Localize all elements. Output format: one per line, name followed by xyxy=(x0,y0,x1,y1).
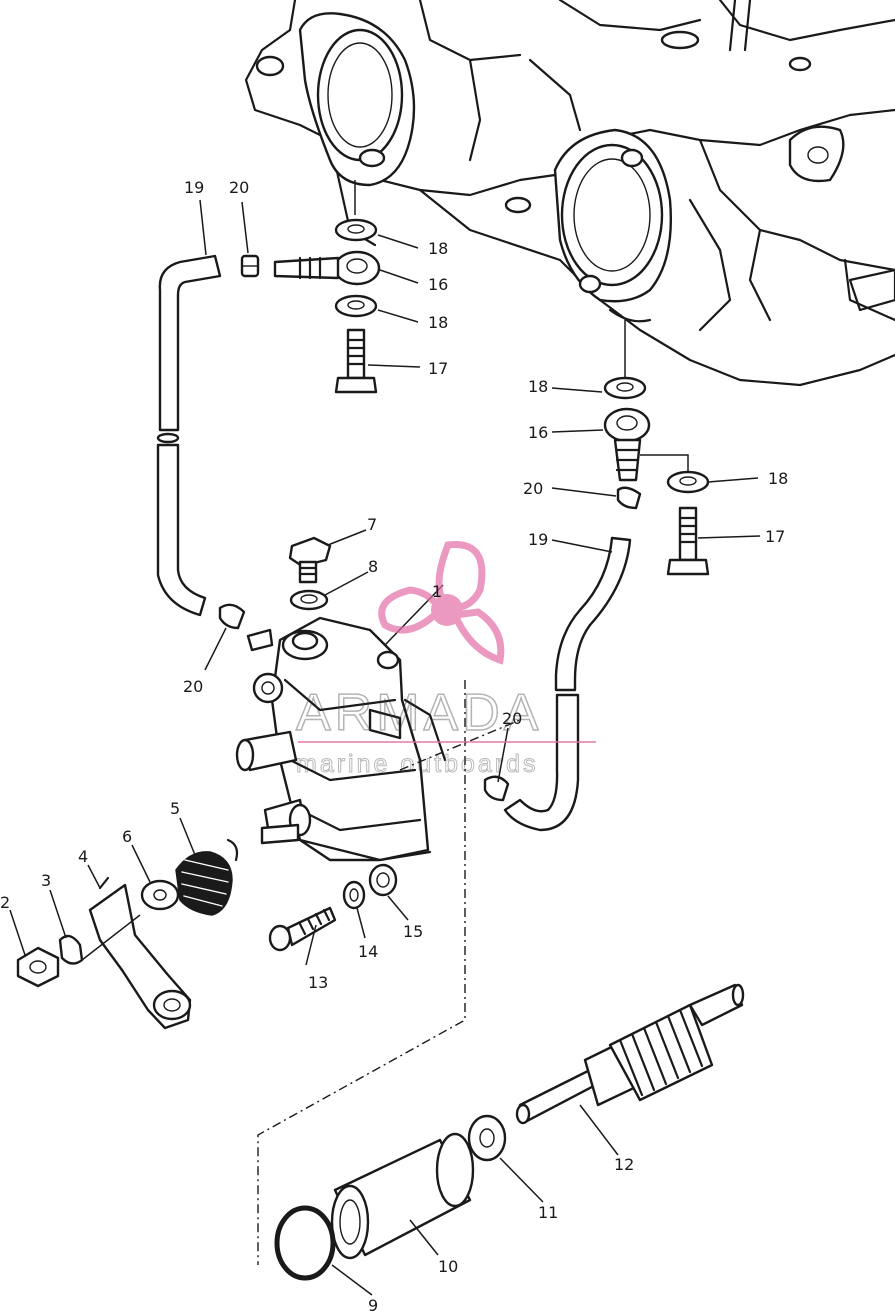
armada-watermark: ARMADA marine outboards xyxy=(295,541,596,779)
callout-19-left: 19 xyxy=(184,178,204,197)
callout-10: 10 xyxy=(438,1257,458,1276)
callout-20-right: 20 xyxy=(523,479,543,498)
callout-6: 6 xyxy=(122,827,132,846)
callout-14: 14 xyxy=(358,942,378,961)
drive-gear-shaft xyxy=(274,983,745,1281)
lever-assembly xyxy=(16,838,239,1030)
callout-16-right: 16 xyxy=(528,423,548,442)
propeller-logo-icon xyxy=(378,541,505,665)
watermark-brand: ARMADA xyxy=(296,684,542,742)
callout-17-right: 17 xyxy=(765,527,785,546)
watermark-tagline: marine outboards xyxy=(296,750,539,778)
callout-18-mid: 18 xyxy=(428,313,448,332)
callout-19-right: 19 xyxy=(528,530,548,549)
callout-15: 15 xyxy=(403,922,423,941)
callout-numbers: 1 2 3 4 5 6 7 8 9 10 11 12 13 14 15 16 1… xyxy=(0,178,788,1312)
screw-and-washers xyxy=(268,863,398,952)
callout-20-top: 20 xyxy=(229,178,249,197)
engine-block xyxy=(244,0,895,387)
callout-18-far-right: 18 xyxy=(768,469,788,488)
callout-12: 12 xyxy=(614,1155,634,1174)
callout-8: 8 xyxy=(368,557,378,576)
left-fuel-hose xyxy=(156,254,222,617)
callout-4: 4 xyxy=(78,847,88,866)
callout-7: 7 xyxy=(367,515,377,534)
plug-bolt xyxy=(288,536,332,611)
callout-2: 2 xyxy=(0,893,10,912)
callout-18-right: 18 xyxy=(528,377,548,396)
callout-17-left: 17 xyxy=(428,359,448,378)
fuel-pump-body xyxy=(235,616,447,862)
callout-9: 9 xyxy=(368,1296,378,1312)
callout-1: 1 xyxy=(432,582,442,601)
callout-16-left: 16 xyxy=(428,275,448,294)
callout-20-pump-left: 20 xyxy=(183,677,203,696)
right-banjo-fitting xyxy=(603,376,710,576)
callout-13: 13 xyxy=(308,973,328,992)
left-banjo-fitting xyxy=(240,218,381,394)
callout-18-top: 18 xyxy=(428,239,448,258)
callout-20-pump-right: 20 xyxy=(502,709,522,728)
callout-5: 5 xyxy=(170,799,180,818)
right-fuel-hose xyxy=(503,536,632,832)
hose-clamps xyxy=(218,603,510,802)
callout-3: 3 xyxy=(41,871,51,890)
callout-11: 11 xyxy=(538,1203,558,1222)
leader-lines xyxy=(9,199,761,1296)
